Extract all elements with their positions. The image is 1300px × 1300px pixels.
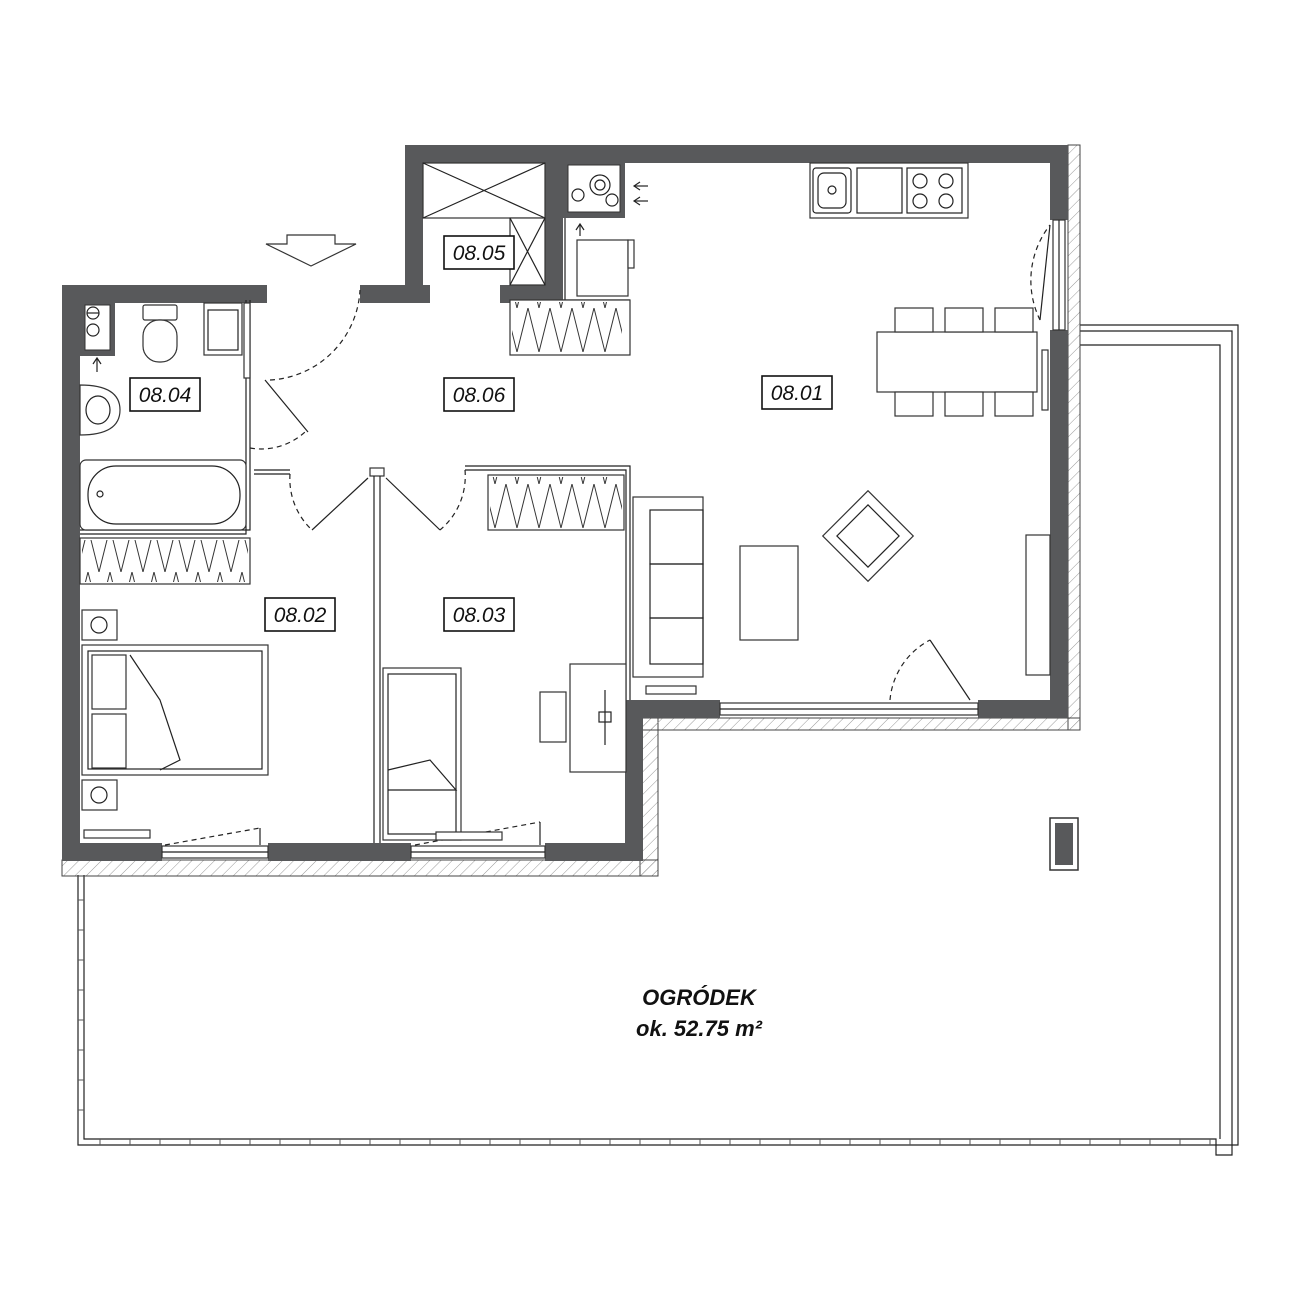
ventilation-arrow-icon (92, 356, 102, 372)
garden-label: OGRÓDEK ok. 52.75 m² (636, 985, 763, 1041)
living-room-furniture (632, 489, 1051, 695)
windows (161, 219, 1066, 859)
doors (164, 224, 1051, 846)
room-label-text: 08.06 (453, 384, 506, 407)
garden-terrace (77, 324, 1239, 1156)
room-label-08-04: 08.04 (129, 377, 201, 412)
garden-area: ok. 52.75 m² (636, 1016, 763, 1041)
railing-posts (78, 899, 1211, 1145)
bedroom-08-02-furniture (79, 537, 269, 839)
room-label-08-06: 08.06 (443, 377, 515, 412)
boiler-icon (571, 174, 619, 207)
bedroom-08-03-furniture (382, 474, 627, 841)
dining-set (876, 307, 1049, 417)
room-label-08-05: 08.05 (443, 235, 515, 270)
room-label-text: 08.02 (274, 604, 327, 627)
storage-fixtures (422, 162, 546, 286)
room-label-text: 08.03 (453, 604, 506, 627)
room-label-08-03: 08.03 (443, 597, 515, 632)
kitchen-fixtures (509, 162, 969, 356)
room-label-text: 08.01 (771, 382, 824, 405)
walls (62, 145, 1068, 861)
ventilation-arrow-icon (632, 181, 648, 206)
insulation-hatching (61, 144, 1081, 877)
room-label-text: 08.04 (139, 384, 192, 407)
room-label-08-01: 08.01 (761, 375, 833, 410)
bathroom-fixtures (79, 302, 251, 531)
room-label-text: 08.05 (453, 242, 506, 265)
boiler-icon (86, 306, 100, 337)
room-label-08-02: 08.02 (264, 597, 336, 632)
entrance-arrow-icon (265, 234, 357, 267)
ventilation-arrow-icon (575, 222, 585, 236)
garden-title: OGRÓDEK (642, 985, 758, 1010)
